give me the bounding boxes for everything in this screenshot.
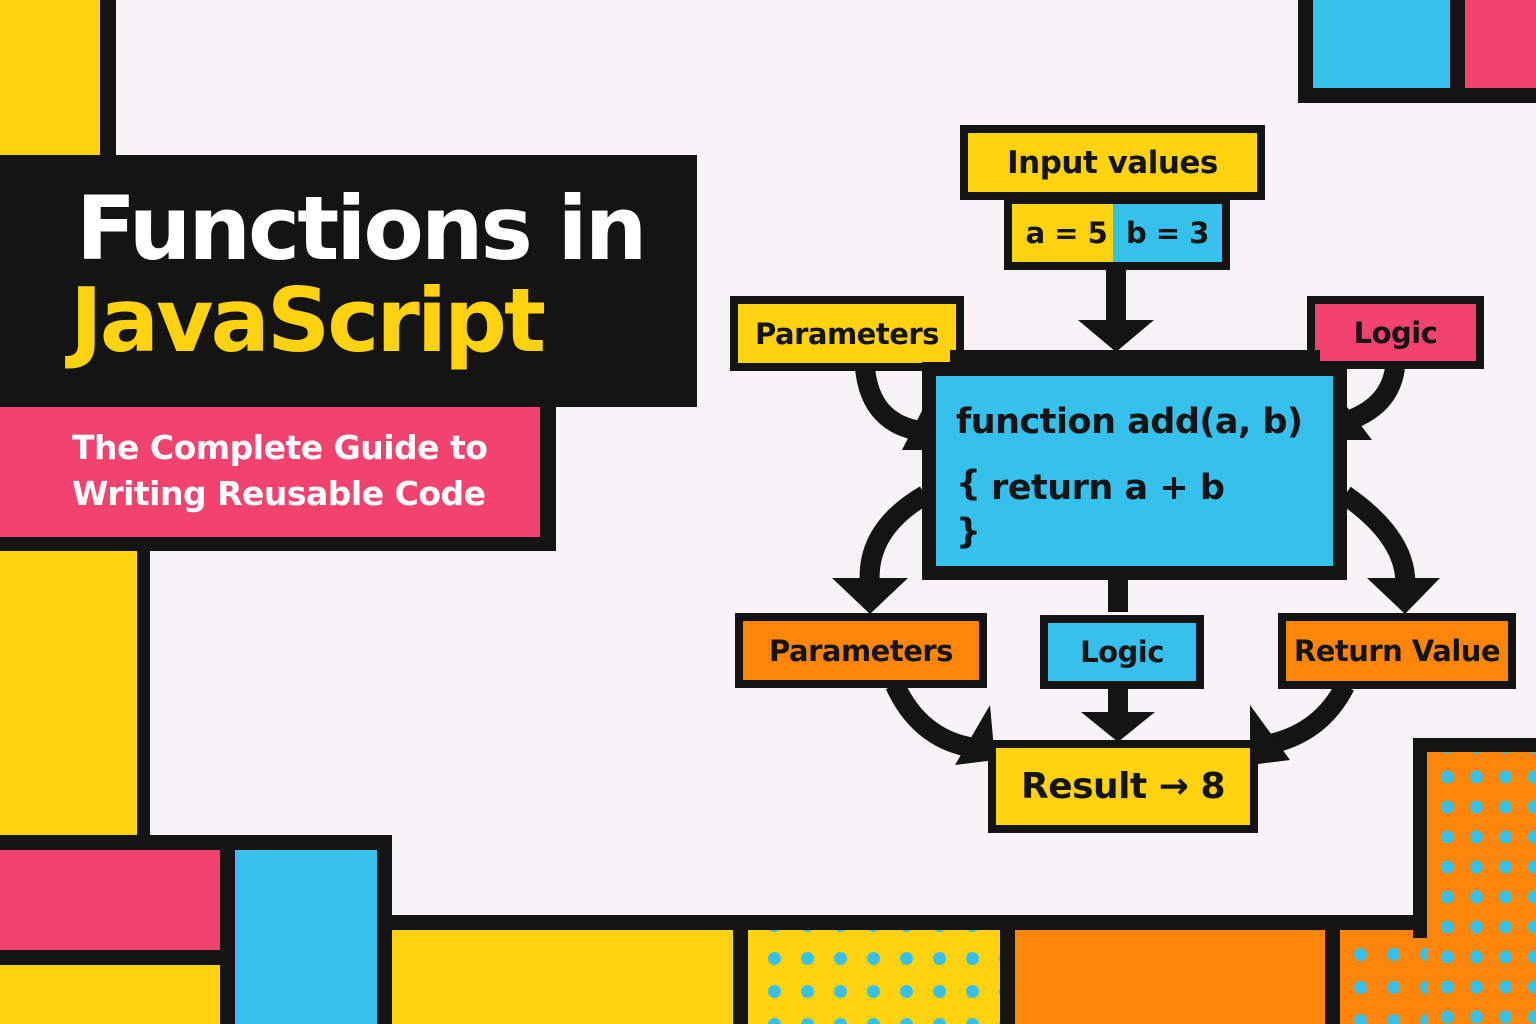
parameters-label: Parameters bbox=[769, 633, 953, 668]
arrowhead bbox=[1081, 712, 1155, 742]
input-b-box: b = 3 bbox=[1113, 196, 1230, 270]
result-box: Result → 8 bbox=[988, 740, 1258, 833]
title-line1: Functions in bbox=[76, 177, 647, 280]
deco-pink-block bbox=[0, 850, 220, 950]
logic-box-top: Logic bbox=[1307, 296, 1484, 369]
result-label: Result → 8 bbox=[1020, 766, 1226, 807]
title-panel: Functions in JavaScript bbox=[0, 155, 697, 407]
parameters-label: Parameters bbox=[755, 316, 939, 351]
input-values-box: Input values bbox=[960, 125, 1265, 200]
arrowhead bbox=[1250, 705, 1290, 765]
arrow-logic-to-function bbox=[1346, 366, 1405, 430]
arrow-function-to-params bbox=[859, 486, 931, 586]
deco-blue-block bbox=[1313, 0, 1450, 88]
code-close-brace: } bbox=[956, 512, 981, 552]
title-line2: JavaScript bbox=[70, 269, 546, 372]
arrow-params-to-function bbox=[855, 366, 918, 440]
input-a-value: a = 5 bbox=[1025, 216, 1108, 250]
arrowhead bbox=[1078, 320, 1154, 352]
deco-dotted-block bbox=[1427, 752, 1536, 1024]
deco-blue-block bbox=[235, 850, 377, 1024]
arrow-function-to-return bbox=[1339, 486, 1416, 591]
arrowhead bbox=[1367, 578, 1440, 614]
deco-pink-block bbox=[1465, 0, 1536, 88]
arrowhead bbox=[955, 705, 995, 765]
return-value-label: Return Value bbox=[1293, 634, 1501, 668]
parameters-box-bottom: Parameters bbox=[735, 613, 987, 688]
deco-yellow-block bbox=[0, 551, 137, 835]
deco-dotted-block bbox=[748, 930, 1000, 1024]
function-code-box: function add(a, b) { return a + b } bbox=[922, 362, 1347, 580]
input-b-value: b = 3 bbox=[1126, 216, 1209, 250]
arrow-params-to-result bbox=[885, 680, 977, 758]
input-a-box: a = 5 bbox=[1004, 196, 1121, 270]
parameters-box-top: Parameters bbox=[730, 296, 964, 371]
arrow-return-to-result bbox=[1262, 681, 1354, 755]
subtitle-panel: The Complete Guide to Writing Reusable C… bbox=[0, 407, 540, 537]
logic-box-bottom: Logic bbox=[1040, 615, 1204, 689]
input-values-label: Input values bbox=[1007, 144, 1218, 181]
arrowhead bbox=[832, 578, 908, 614]
code-line-return: return a + b bbox=[991, 468, 1225, 508]
deco-yellow-block bbox=[392, 930, 733, 1024]
code-open-brace: { bbox=[956, 464, 981, 504]
code-line-signature: function add(a, b) bbox=[956, 402, 1303, 442]
return-value-box: Return Value bbox=[1278, 613, 1516, 689]
subtitle-line2: Writing Reusable Code bbox=[72, 474, 486, 513]
deco-orange-block bbox=[1015, 930, 1325, 1024]
deco-yellow-block bbox=[0, 965, 220, 1024]
deco-yellow-block bbox=[0, 0, 100, 155]
logic-label: Logic bbox=[1080, 635, 1164, 669]
subtitle-line1: The Complete Guide to bbox=[72, 428, 488, 467]
logic-label: Logic bbox=[1353, 315, 1438, 350]
